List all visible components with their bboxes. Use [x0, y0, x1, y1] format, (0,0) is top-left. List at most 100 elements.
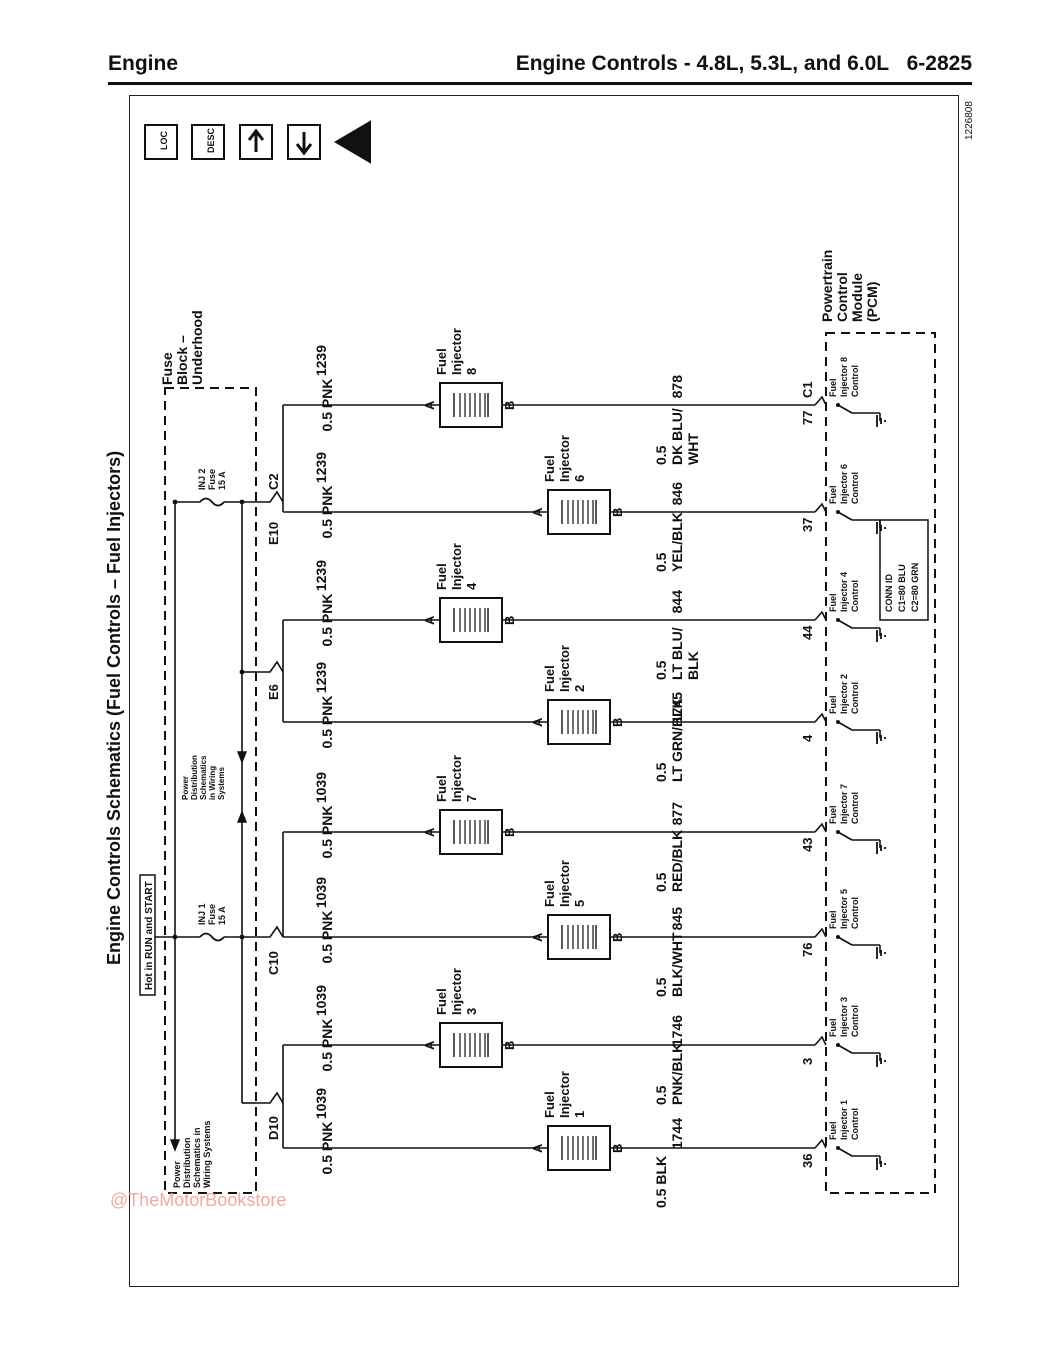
inj2-fuse-label: Fuse — [207, 469, 217, 490]
power-circuit-label: 1039 — [313, 1088, 329, 1119]
control-wire-label: 0.5 — [653, 977, 669, 997]
connector-label: E10 — [266, 522, 281, 545]
injector-label: 5 — [572, 900, 587, 907]
injector-label: Fuel — [434, 563, 449, 590]
pcm-pin-label: 44 — [800, 625, 815, 640]
control-wire-label: 0.5 — [653, 552, 669, 572]
ground-icon — [876, 522, 886, 534]
pin-a-label: A — [422, 400, 437, 410]
power-wire-label: 0.5 PNK — [319, 379, 335, 432]
inj1-fuse — [199, 932, 225, 942]
splice — [239, 499, 245, 505]
control-wire-label: RED/BLK — [669, 830, 685, 892]
control-circuit-label: 845 — [669, 907, 685, 931]
reference-icons: LOC DESC — [144, 120, 371, 164]
fuse-block-label: Block – — [174, 335, 190, 385]
driver-label: Injector 1 — [839, 1100, 849, 1140]
connector-label: D10 — [266, 1116, 281, 1140]
power-wire-label: 0.5 PNK — [319, 486, 335, 539]
injector-label: Fuel — [542, 665, 557, 692]
injector-label: Fuel — [542, 455, 557, 482]
page-header-title: Engine Controls - 4.8L, 5.3L, and 6.0L — [515, 52, 890, 75]
pin-a-label: A — [530, 932, 545, 942]
section-title: Engine — [108, 52, 179, 75]
control-wire-label: 0.5 — [653, 1085, 669, 1105]
inj2-fuse-label: INJ 2 — [197, 468, 207, 490]
control-circuit-label: 1745 — [669, 692, 685, 723]
pcm-connector — [814, 927, 827, 938]
pcm-connector — [814, 395, 827, 406]
power-distribution-label: in Wiring — [208, 766, 217, 800]
pcm-boundary — [825, 332, 936, 1194]
ground-icon — [876, 1158, 886, 1170]
document-number: 1226808 — [964, 101, 975, 140]
inj1-fuse-label: Fuse — [207, 904, 217, 925]
injector-label: Injector — [557, 435, 572, 482]
pin-a-label: A — [530, 507, 545, 517]
down-arrow-icon — [295, 132, 313, 156]
control-wire-label: LT BLU/ — [669, 627, 685, 680]
pin-a-label: A — [422, 1040, 437, 1050]
fuse-block-label: Underhood — [189, 310, 205, 385]
diagram-title: Engine Controls Schematics (Fuel Control… — [104, 451, 124, 965]
loc-icon-text: LOC — [159, 131, 169, 150]
fuse-block-boundary — [164, 387, 257, 1194]
control-wire-label: 0.5 — [653, 872, 669, 892]
injector-body — [547, 1125, 611, 1171]
conn-id-label: C2=80 GRN — [910, 563, 920, 612]
injector-body — [439, 809, 503, 855]
driver-switch — [837, 721, 853, 731]
schematic-static: Engine Controls Schematics (Fuel Control… — [104, 101, 975, 1194]
power-wire-label: 0.5 PNK — [319, 911, 335, 964]
power-wire-label: 0.5 PNK — [319, 594, 335, 647]
injector-body — [439, 597, 503, 643]
injector-label: 1 — [572, 1111, 587, 1118]
ground-icon — [876, 415, 886, 427]
injector-label: Injector — [557, 645, 572, 692]
pin-a-label: A — [422, 615, 437, 625]
injector-label: Injector — [449, 968, 464, 1015]
page-header: Engine Controls - 4.8L, 5.3L, and 6.0L 6… — [516, 52, 972, 76]
control-wire-label: BLK/WHT — [669, 932, 685, 997]
power-distribution-label: Systems — [217, 767, 226, 800]
driver-switch — [837, 511, 853, 521]
desc-icon-text: DESC — [206, 127, 216, 153]
pcm-label: (PCM) — [864, 282, 880, 322]
injector-label: 6 — [572, 475, 587, 482]
conn-id-label: C1=80 BLU — [897, 564, 907, 612]
pcm-label: Module — [849, 273, 865, 322]
power-wire-label: 0.5 PNK — [319, 1019, 335, 1072]
pin-a-label: A — [530, 717, 545, 727]
conn-id-label: CONN ID — [884, 574, 894, 613]
injector-label: Injector — [557, 1071, 572, 1118]
diagram-frame — [129, 95, 959, 1287]
injector-label: Fuel — [542, 1091, 557, 1118]
driver-label: Fuel — [828, 805, 838, 824]
connector-label: E6 — [266, 684, 281, 700]
driver-label: Fuel — [828, 695, 838, 714]
injector-body — [547, 699, 611, 745]
injector-label: Injector — [449, 755, 464, 802]
ground-icon — [876, 630, 886, 642]
injector-label: 7 — [464, 795, 479, 802]
injector-body — [547, 489, 611, 535]
ground-icon — [876, 947, 886, 959]
injector-label: Injector — [557, 860, 572, 907]
connector-label: C2 — [266, 473, 281, 490]
driver-label: Injector 4 — [839, 572, 849, 612]
driver-label: Control — [850, 682, 860, 714]
injector-label: Injector — [449, 328, 464, 375]
inj1-fuse-label: 15 A — [217, 906, 227, 925]
power-distribution-label-bottom: Wiring Systems — [202, 1121, 212, 1188]
control-wire-label: 0.5 — [653, 762, 669, 782]
connector-label: C10 — [266, 951, 281, 975]
control-wire-label: 0.5 — [653, 660, 669, 680]
